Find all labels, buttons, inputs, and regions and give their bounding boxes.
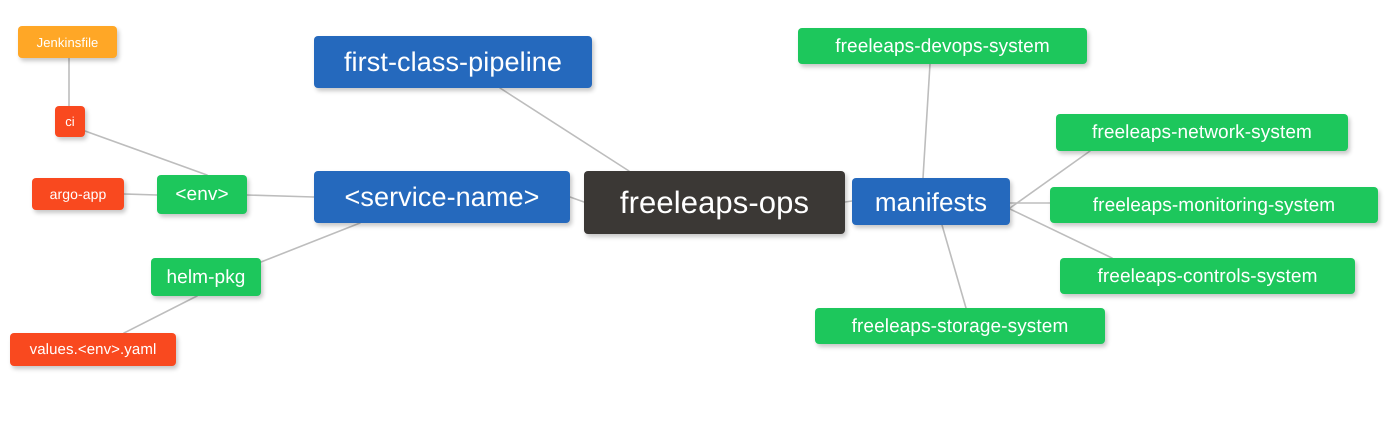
node-devops-system[interactable]: freeleaps-devops-system	[798, 28, 1087, 64]
node-monitoring-system[interactable]: freeleaps-monitoring-system	[1050, 187, 1378, 223]
node-env[interactable]: <env>	[157, 175, 247, 214]
edge-env-to-ci	[84, 130, 208, 176]
edge-env-to-argo-app	[123, 193, 158, 196]
edge-manifests-to-devops-system	[922, 63, 931, 179]
node-storage-system[interactable]: freeleaps-storage-system	[815, 308, 1105, 344]
node-argo-app[interactable]: argo-app	[32, 178, 124, 210]
node-network-system[interactable]: freeleaps-network-system	[1056, 114, 1348, 151]
node-ci[interactable]: ci	[55, 106, 85, 137]
edge-service-name-to-helm-pkg	[260, 222, 361, 263]
edge-helm-pkg-to-values-yaml	[123, 295, 198, 334]
edge-freeleaps-ops-to-manifests	[844, 200, 853, 203]
node-values-yaml[interactable]: values.<env>.yaml	[10, 333, 176, 366]
edge-manifests-to-storage-system	[941, 224, 967, 309]
node-freeleaps-ops[interactable]: freeleaps-ops	[584, 171, 845, 234]
node-service-name[interactable]: <service-name>	[314, 171, 570, 223]
edge-freeleaps-ops-to-first-class	[499, 87, 630, 172]
node-helm-pkg[interactable]: helm-pkg	[151, 258, 261, 296]
node-jenkinsfile[interactable]: Jenkinsfile	[18, 26, 117, 58]
edge-service-name-to-env	[246, 194, 315, 198]
edge-freeleaps-ops-to-service-name	[569, 196, 585, 203]
node-first-class[interactable]: first-class-pipeline	[314, 36, 592, 88]
node-controls-system[interactable]: freeleaps-controls-system	[1060, 258, 1355, 294]
node-manifests[interactable]: manifests	[852, 178, 1010, 225]
